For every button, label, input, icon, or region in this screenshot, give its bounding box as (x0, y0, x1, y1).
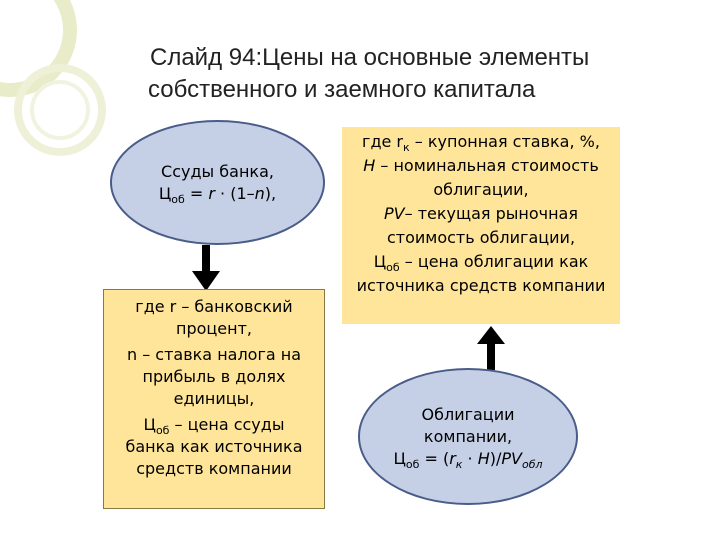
bond-text-1: где rк – купонная ставка, %, (362, 132, 600, 155)
bank-loan-explanation-box: где r – банковский процент, n – ставка н… (103, 289, 325, 509)
bond-formula: Цоб = (rк · Н)/PVобл (393, 448, 543, 471)
bank-loan-formula: Цоб = r · (1–n), (158, 183, 277, 206)
bank-loan-text-6: Цоб – цена ссуды (143, 415, 285, 438)
bond-text-5: стоимость облигации, (386, 228, 576, 247)
bank-loan-text-2: процент, (175, 319, 252, 338)
bank-loan-label: Ссуды банка, (161, 161, 274, 181)
down-arrow (192, 245, 220, 291)
bond-label-2: компании, (423, 426, 513, 446)
bond-label-1: Облигации (421, 404, 515, 424)
decorative-circles (0, 0, 106, 156)
bond-text-7: источника средств компании (356, 276, 606, 295)
bank-loan-text-3: n – ставка налога на (126, 345, 302, 364)
bank-loan-text-7: банка как источника (125, 437, 303, 456)
bank-loan-text-8: средств компании (136, 459, 292, 478)
bond-text-2: Н – номинальная стоимость (363, 156, 599, 175)
up-arrow (477, 326, 505, 370)
bond-explanation-box: где rк – купонная ставка, %, Н – номинал… (342, 127, 620, 324)
bank-loan-ellipse: Ссуды банка, Цоб = r · (1–n), (110, 120, 325, 245)
slide-title: Слайд 94:Цены на основные элементы собст… (148, 42, 690, 106)
bond-text-4: PV– текущая рыночная (384, 204, 578, 223)
bank-loan-text-5: единицы, (173, 389, 255, 408)
title-line-2: собственного и заемного капитала (148, 76, 536, 103)
bond-ellipse: Облигации компании, Цоб = (rк · Н)/PVобл (358, 368, 578, 505)
title-line-1: Слайд 94:Цены на основные элементы (150, 44, 590, 71)
bond-text-6: Цоб – цена облигации как (373, 252, 589, 275)
bank-loan-text-4: прибыль в долях (142, 367, 286, 386)
bond-text-3: облигации, (433, 180, 529, 199)
bank-loan-text-1: где r – банковский (135, 297, 293, 316)
